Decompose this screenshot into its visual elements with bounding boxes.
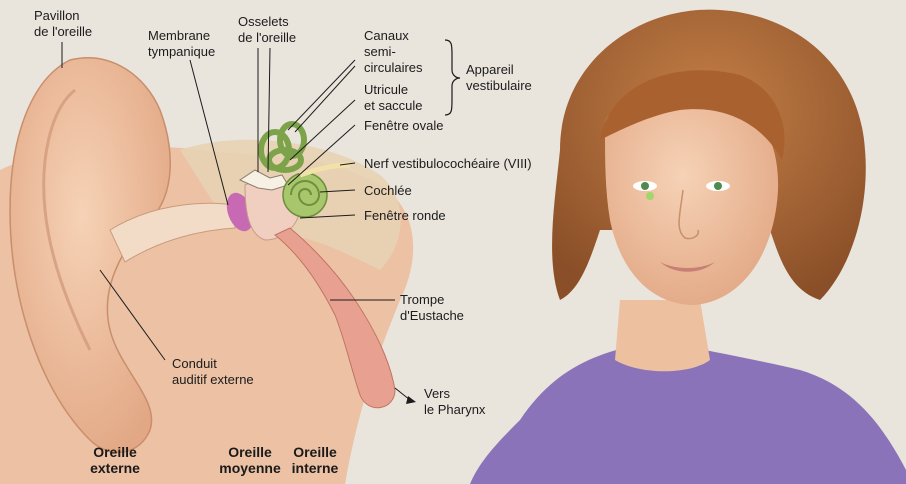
- eustachian-tube: [274, 227, 396, 409]
- label-osselets: Osselets de l'oreille: [238, 14, 297, 45]
- vestibular-brace: [444, 39, 461, 116]
- label-appareil-vestibulaire: Appareil vestibulaire: [466, 62, 532, 93]
- label-fenetre-ronde: Fenêtre ronde: [364, 208, 446, 223]
- label-cochlee: Cochlée: [364, 183, 412, 198]
- pinna: [9, 57, 171, 454]
- label-utricule: Utricule et saccule: [364, 82, 423, 113]
- nose: [678, 189, 700, 240]
- label-pavillon: Pavillon de l'oreille: [34, 8, 93, 39]
- label-conduit: Conduit auditif externe: [172, 356, 254, 387]
- zone-label-interne: Oreille interne: [291, 444, 339, 476]
- neck: [615, 300, 710, 372]
- pinna-inner-fold: [42, 88, 92, 351]
- mouth: [660, 262, 715, 272]
- label-fenetre-ovale: Fenêtre ovale: [364, 118, 444, 133]
- zone-label-externe: Oreille externe: [90, 444, 140, 476]
- label-membrane-tympanique: Membrane tympanique: [148, 28, 216, 59]
- fringe: [600, 70, 785, 160]
- vestibulocochlear-nerve: [299, 162, 351, 178]
- label-vers-pharynx: Vers le Pharynx: [424, 386, 486, 417]
- label-nerf: Nerf vestibulocochéaire (VIII): [364, 156, 532, 171]
- leader-lines: [61, 42, 411, 401]
- tear-drop: [646, 192, 654, 200]
- face: [604, 89, 779, 305]
- label-canaux: Canaux semi- circulaires: [364, 28, 423, 75]
- pharynx-arrow: [406, 396, 416, 404]
- right-iris: [714, 182, 722, 190]
- sweater: [470, 340, 906, 484]
- woman-portrait: [470, 9, 906, 484]
- semicircular-canals: [258, 121, 307, 173]
- label-trompe: Trompe d'Eustache: [400, 292, 464, 323]
- left-iris: [641, 182, 649, 190]
- cochlea: [282, 172, 328, 218]
- zone-label-moyenne: Oreille moyenne: [219, 444, 281, 476]
